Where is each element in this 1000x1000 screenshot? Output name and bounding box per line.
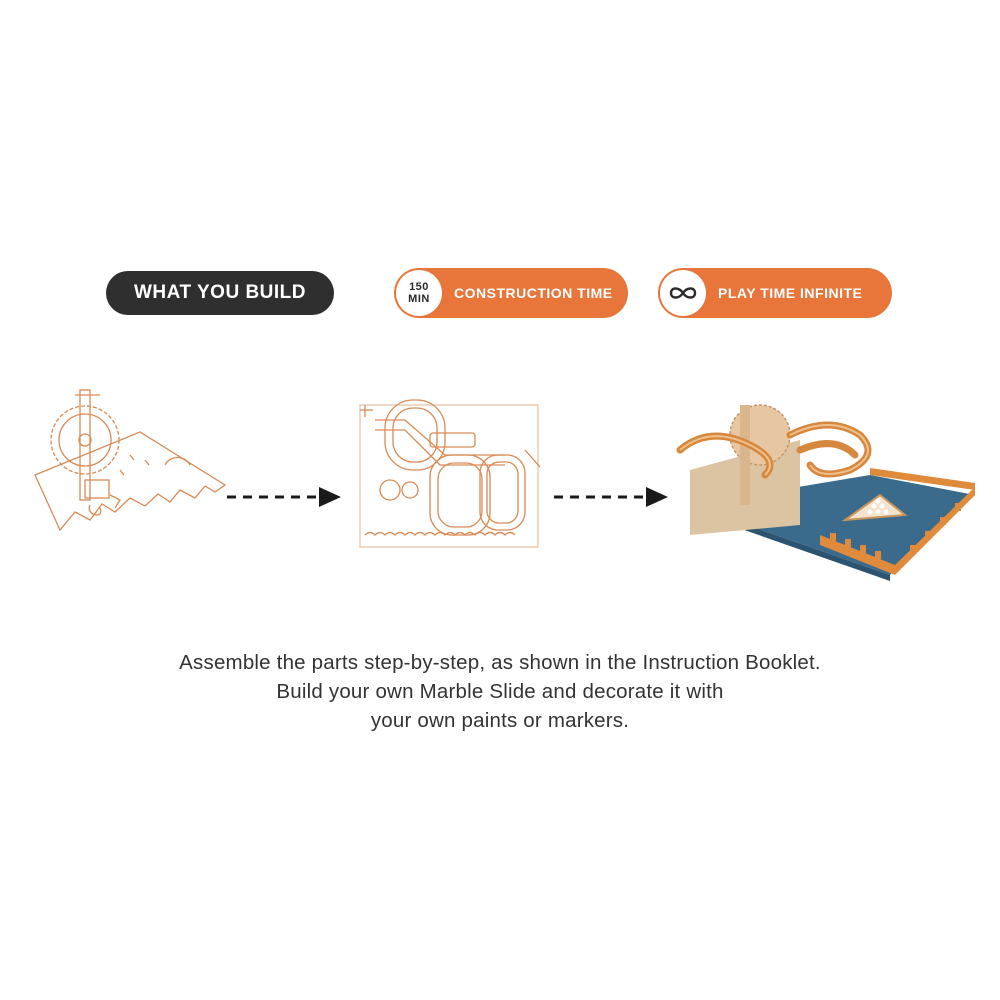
play-time-label: PLAY TIME INFINITE [718,285,863,301]
dashed-arrow-right-icon [552,482,672,512]
caption: Assemble the parts step-by-step, as show… [60,648,940,735]
construction-time-value: 150 [409,281,429,293]
construction-time-unit: MIN [408,293,430,305]
what-you-build-badge: WHAT YOU BUILD [106,271,334,315]
caption-line-3: your own paints or markers. [370,709,630,732]
construction-time-circle: 150 MIN [396,270,442,316]
finished-marble-slide-illustration [670,395,980,585]
construction-time-badge: 150 MIN CONSTRUCTION TIME [394,268,628,318]
play-time-badge: PLAY TIME INFINITE [658,268,892,318]
dashed-arrow-right-icon [225,482,345,512]
caption-line-2: Build your own Marble Slide and decorate… [276,680,724,703]
construction-time-label: CONSTRUCTION TIME [454,285,613,301]
parts-diagram-illustration [30,380,230,560]
caption-line-1: Assemble the parts step-by-step, as show… [179,651,821,674]
track-plan-illustration [355,395,545,555]
what-you-build-label: WHAT YOU BUILD [133,282,306,303]
infinity-icon [660,270,706,316]
